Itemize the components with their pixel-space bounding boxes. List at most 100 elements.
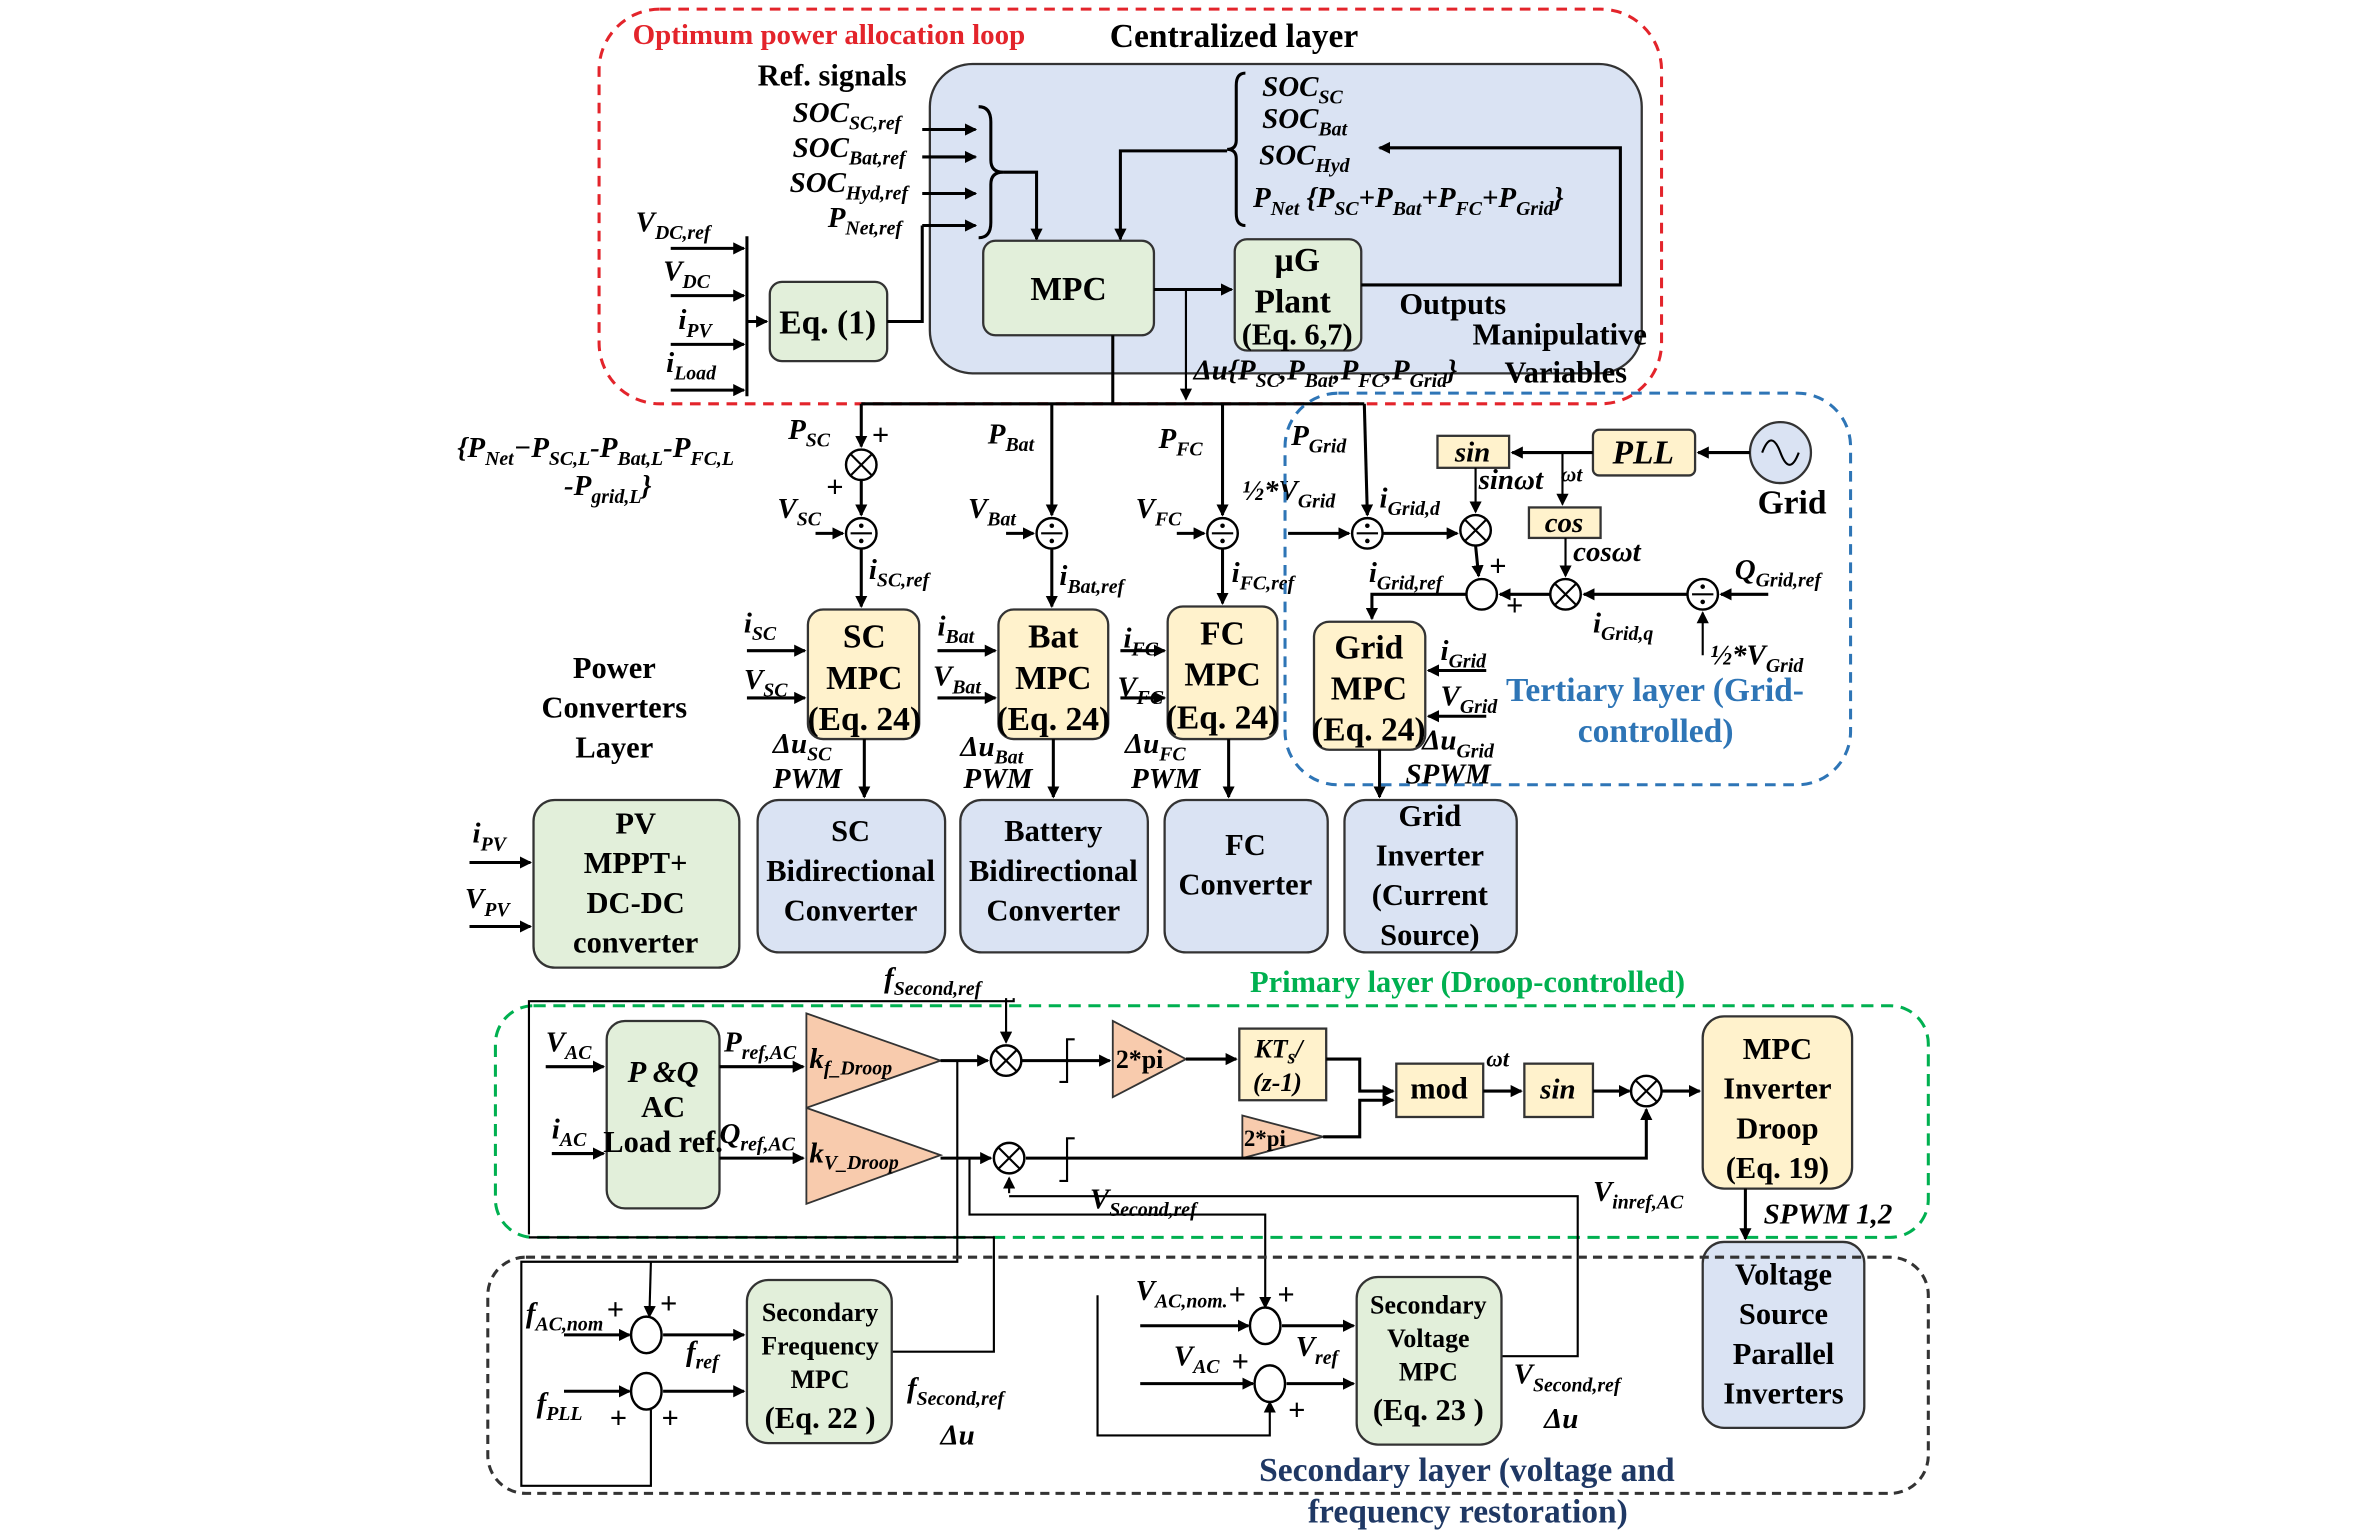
i-pv-label-2: iPV: [473, 818, 508, 856]
plant-eq-label: (Eq. 6,7): [1242, 317, 1353, 351]
label-subscript: AC,nom.: [1153, 1290, 1228, 1312]
label-main: P: [1290, 420, 1309, 452]
svg-text:MPC: MPC: [1184, 657, 1260, 694]
label-subscript: ref,AC: [742, 1042, 797, 1064]
plus-sign: +: [662, 1401, 679, 1435]
i-bat-ref-label: iBat,ref: [1059, 560, 1126, 598]
label-main: i: [937, 610, 945, 642]
label-subscript: SC,ref: [877, 570, 932, 592]
label-subscript: Grid: [1516, 198, 1555, 220]
f-second-ref-label: fSecond,ref: [884, 962, 983, 1000]
secondary-title-2: frequency restoration): [1308, 1493, 1628, 1530]
label-main: V: [1296, 1331, 1318, 1363]
p-net-sum-label: PNet {PSC+PBat+PFC+PGrid}: [1252, 182, 1564, 220]
mpc-inverter-droop-block: MPC Inverter Droop (Eq. 19): [1701, 1015, 1854, 1190]
label-subscript: Grid: [1410, 370, 1449, 392]
tertiary-title-2: controlled): [1578, 713, 1734, 750]
label-main: V: [1117, 671, 1139, 703]
label-subscript: PV: [483, 899, 511, 921]
label-main: P: [987, 418, 1006, 450]
delta-u-set-label: Δu{PSC,PBat,PFC,PGrid}: [1193, 354, 1458, 392]
label-main: ½*V: [1242, 475, 1300, 507]
i-grid-q-label: iGrid,q: [1593, 607, 1653, 645]
svg-text:MPC: MPC: [826, 660, 902, 697]
label-main: i: [1059, 560, 1067, 592]
label-subscript: Hyd: [1314, 155, 1350, 177]
sum-node: [629, 1371, 663, 1411]
label-subscript: Grid: [1460, 696, 1499, 718]
svg-text:MPC: MPC: [1743, 1032, 1812, 1066]
soc-sc-ref-label: SOCSC,ref: [793, 97, 904, 135]
i-grid-ref-label: iGrid,ref: [1369, 557, 1445, 595]
label-subscript: Bat: [1317, 119, 1347, 141]
cos-block: [1527, 506, 1602, 540]
label-subscript: SC: [806, 429, 831, 451]
du-sc-label: ΔuSC: [772, 728, 832, 766]
outputs-label: Outputs: [1399, 287, 1506, 321]
label-subscript: FC: [1136, 687, 1164, 709]
label-main: P: [827, 202, 846, 234]
label-subscript: Grid: [1766, 655, 1805, 677]
plant-label: Plant: [1254, 283, 1331, 320]
label-subscript: Bat: [1392, 198, 1422, 220]
du-grid-label: ΔuGrid: [1421, 725, 1495, 763]
v-pv-label: VPV: [465, 883, 511, 921]
label-subscript: Grid,ref: [1377, 573, 1445, 595]
label-main: −P: [514, 432, 550, 464]
label-main: SOC: [1262, 103, 1319, 135]
svg-text:MPC: MPC: [1331, 670, 1407, 707]
manipulative-label: Manipulative: [1473, 317, 1647, 351]
label-main: ,P: [1332, 354, 1358, 386]
pq-load-ref-block: P &Q AC Load ref.: [603, 1019, 723, 1210]
v-ac-nom-label: VAC,nom.: [1136, 1275, 1228, 1313]
label-main: +P: [1482, 182, 1516, 214]
label-main: i: [1232, 557, 1240, 589]
variables-label: Variables: [1505, 355, 1628, 389]
fc-converter-block: FC Converter: [1163, 798, 1329, 954]
label-subscript: SC,ref: [849, 113, 904, 135]
pwm-label-sc: PWM: [772, 763, 843, 795]
soc-sc-label: SOCSC: [1262, 71, 1343, 109]
label-main: SPWM: [1405, 758, 1492, 790]
label-main: V: [1174, 1340, 1196, 1372]
label-main: -P: [590, 432, 618, 464]
label-main: -P: [663, 432, 691, 464]
label-subscript: PV: [480, 833, 508, 855]
v-fc-label-2: VFC: [1117, 671, 1164, 709]
label-subscript: SC: [807, 743, 832, 765]
power-distribution-lines: [855, 289, 1374, 517]
label-subscript: ref: [696, 1351, 721, 1373]
label-subscript: SC: [752, 623, 777, 645]
label-main: P: [723, 1026, 742, 1058]
label-main: V: [933, 661, 955, 693]
label-main: i: [552, 1113, 560, 1145]
voltage-source-inverters-block: Voltage Source Parallel Inverters: [1701, 1240, 1866, 1429]
q-grid-ref-label: QGrid,ref: [1735, 554, 1824, 592]
label-subscript: inref,AC: [1612, 1191, 1684, 1213]
v-bat-label: VBat: [968, 493, 1016, 531]
sin-block-2: [1523, 1062, 1595, 1119]
label-subscript: Bat,L: [617, 448, 664, 470]
label-main: V: [1514, 1359, 1536, 1391]
mod-label: mod: [1410, 1072, 1468, 1106]
two-pi-gain: [1111, 1019, 1188, 1099]
label-subscript: SC: [1318, 87, 1343, 109]
label-main: Δu: [940, 1420, 975, 1452]
label-main: ,P: [1384, 354, 1410, 386]
label-main: SOC: [793, 132, 850, 164]
ref-signals-label: Ref. signals: [758, 58, 907, 92]
du-bat-label: ΔuBat: [959, 731, 1023, 769]
label-main: SOC: [1262, 71, 1319, 103]
svg-text:Droop: Droop: [1736, 1111, 1818, 1145]
label-main: i: [1593, 607, 1601, 639]
label-main: Q: [1735, 554, 1756, 586]
label-main: P: [787, 414, 806, 446]
label-subscript: AC: [563, 1042, 592, 1064]
svg-text:Grid: Grid: [1334, 629, 1403, 666]
label-subscript: Grid: [1298, 490, 1337, 512]
cos-label: cos: [1545, 507, 1584, 539]
svg-text:Converter: Converter: [784, 893, 918, 927]
plus-sign: +: [1229, 1277, 1246, 1311]
label-main: }: [1552, 182, 1564, 214]
